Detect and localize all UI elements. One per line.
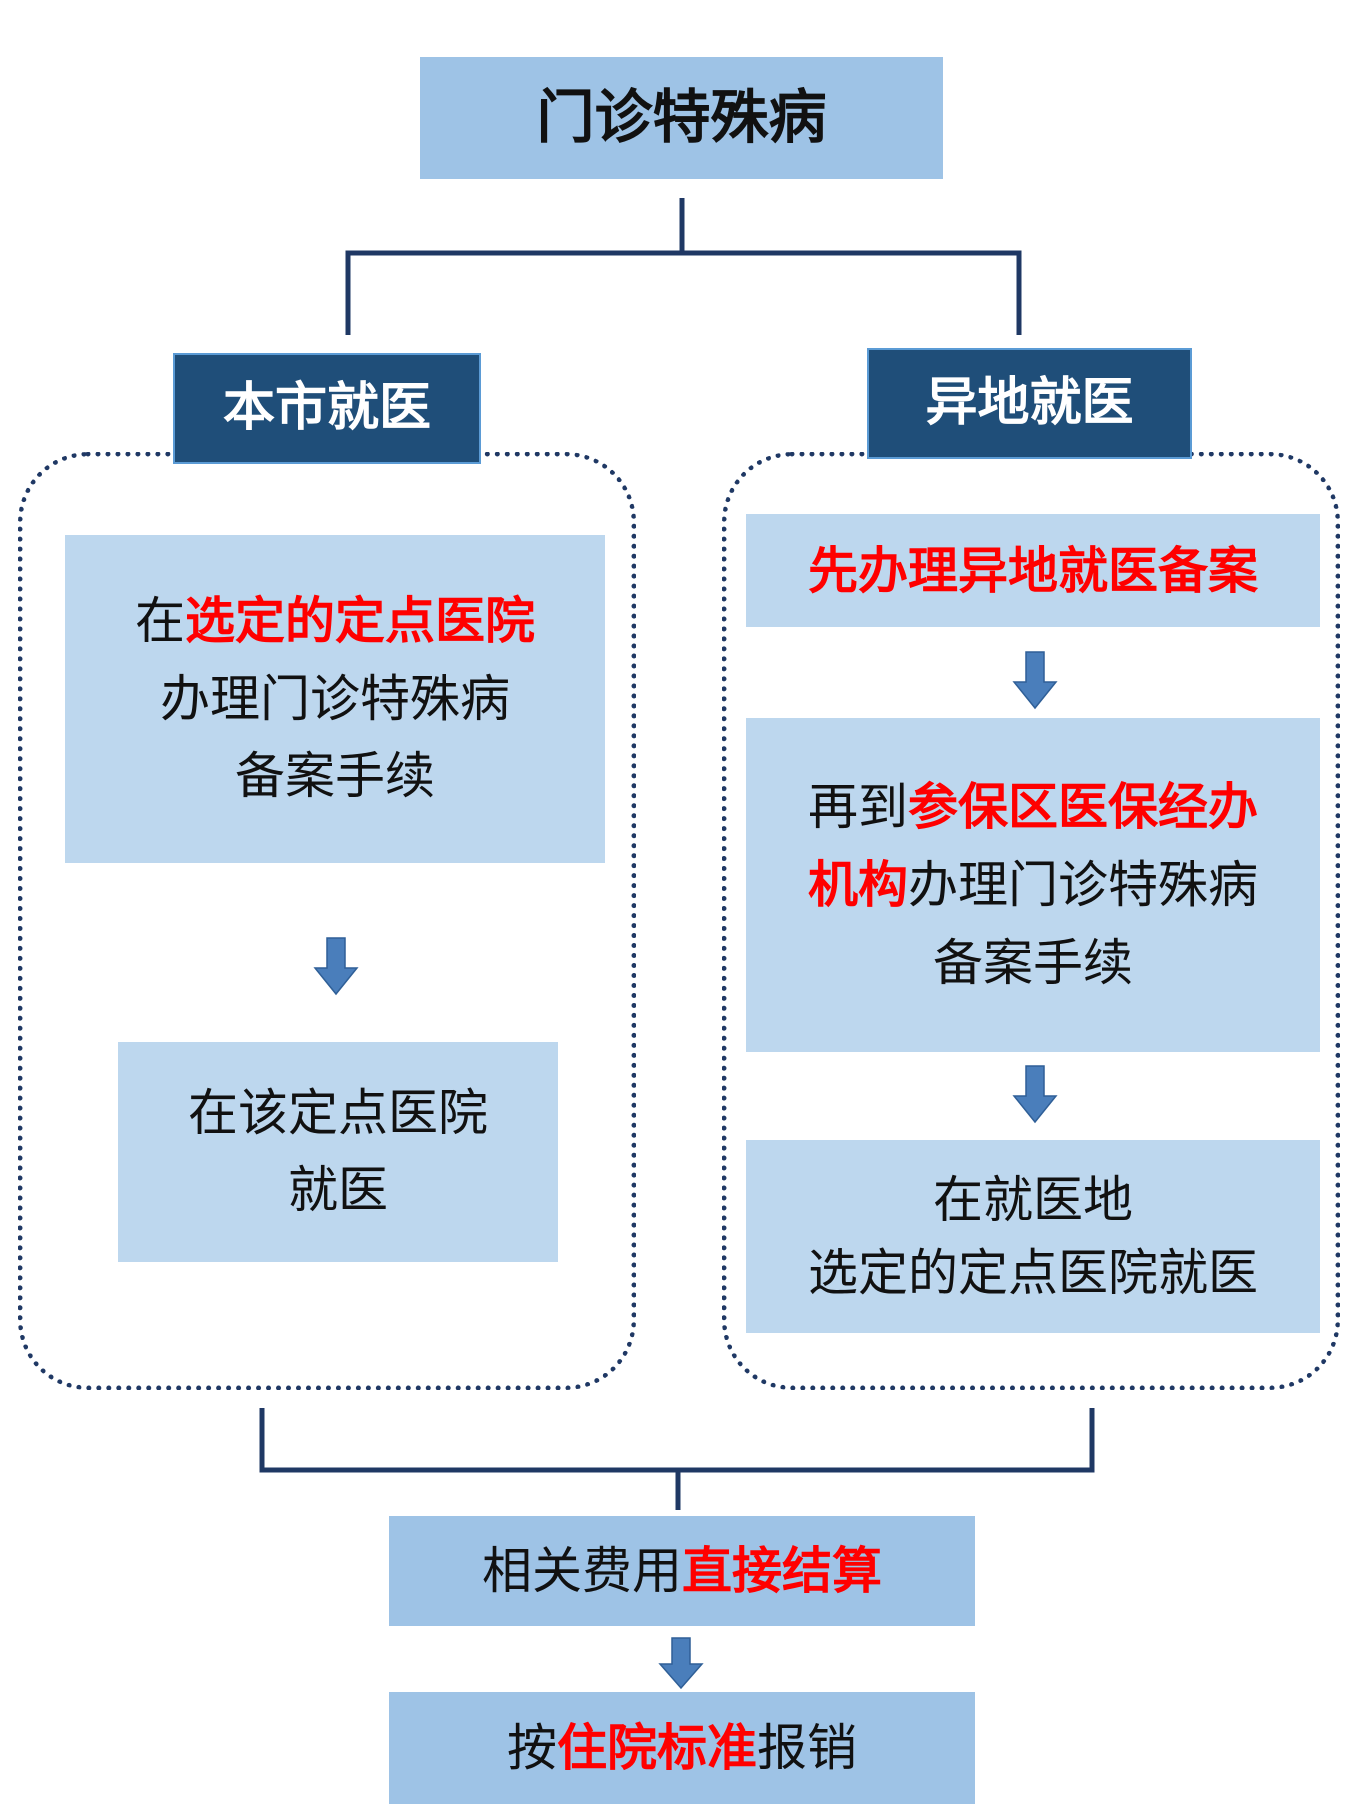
- local-header: 本市就医: [173, 353, 481, 464]
- remote-step2-line1: 再到参保区医保经办: [808, 776, 1258, 836]
- remote-step3-line1: 在就医地: [933, 1171, 1133, 1229]
- remote-header-label: 异地就医: [925, 373, 1134, 434]
- remote-step2-line3: 备案手续: [933, 933, 1133, 992]
- reimbursement-box: 按住院标准报销: [389, 1692, 975, 1804]
- arrow-down-icon: [1012, 651, 1058, 710]
- remote-step2-box: 再到参保区医保经办 机构办理门诊特殊病 备案手续: [746, 718, 1320, 1052]
- bottom-bracket-connector: [259, 1408, 1095, 1510]
- top-title: 门诊特殊病: [536, 83, 827, 152]
- local-step2-box: 在该定点医院 就医: [118, 1042, 558, 1262]
- local-step1-box: 在选定的定点医院 办理门诊特殊病 备案手续: [65, 535, 605, 863]
- highlight-text: 机构: [808, 855, 908, 915]
- remote-step1-box: 先办理异地就医备案: [746, 514, 1320, 627]
- local-step2-line1: 在该定点医院: [188, 1083, 488, 1142]
- highlight-text: 直接结算: [682, 1540, 882, 1600]
- local-step1-line3: 备案手续: [235, 747, 435, 806]
- arrow-down-icon: [1012, 1065, 1058, 1124]
- local-step1-line2: 办理门诊特殊病: [160, 669, 510, 728]
- reimbursement-text: 按住院标准报销: [507, 1717, 857, 1777]
- remote-step2-line2: 机构办理门诊特殊病: [808, 855, 1258, 915]
- top-title-box: 门诊特殊病: [420, 57, 943, 179]
- top-bracket-connector: [345, 198, 1022, 335]
- local-step2-line2: 就医: [288, 1161, 388, 1219]
- arrow-down-icon: [658, 1637, 704, 1690]
- settlement-text: 相关费用直接结算: [482, 1540, 882, 1600]
- highlight-text: 选定的定点医院: [185, 591, 535, 651]
- arrow-down-icon: [313, 937, 359, 996]
- settlement-box: 相关费用直接结算: [389, 1516, 975, 1626]
- local-step1-line1: 在选定的定点医院: [135, 591, 535, 651]
- remote-header: 异地就医: [867, 348, 1192, 459]
- remote-step3-line2: 选定的定点医院就医: [808, 1243, 1258, 1302]
- remote-step1-line: 先办理异地就医备案: [808, 540, 1258, 600]
- remote-step3-box: 在就医地 选定的定点医院就医: [746, 1140, 1320, 1333]
- highlight-text: 参保区医保经办: [908, 776, 1258, 836]
- highlight-text: 住院标准: [557, 1717, 757, 1777]
- local-header-label: 本市就医: [222, 378, 431, 439]
